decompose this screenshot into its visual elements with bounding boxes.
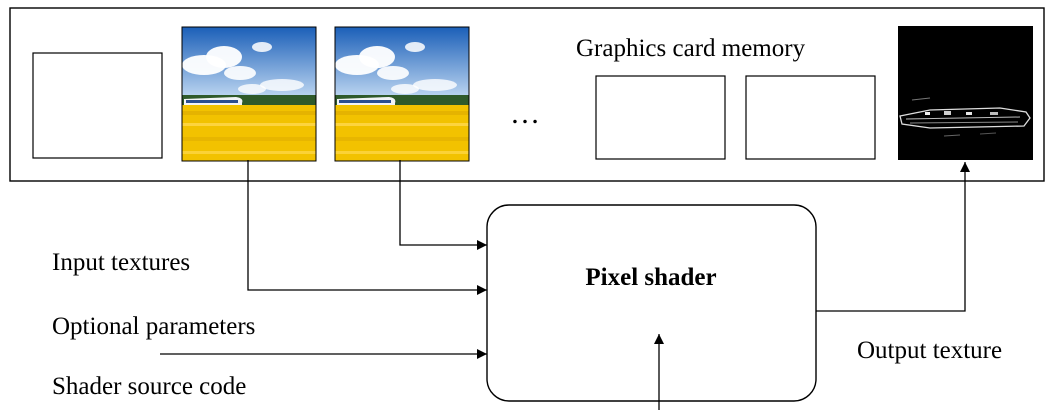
output-texture-arrow <box>816 162 970 312</box>
graphics-card-memory-label: Graphics card memory <box>576 35 806 62</box>
input-texture-arrow <box>247 160 487 295</box>
empty-texture-slot <box>745 75 876 160</box>
output-texture-image <box>898 26 1033 160</box>
graphics-card-memory-panel <box>9 7 1045 182</box>
input-texture-arrow <box>399 160 487 250</box>
output-texture-label: Output texture <box>857 337 1002 364</box>
more-textures-ellipsis: … <box>510 97 540 130</box>
pixel-shader-box <box>486 204 817 402</box>
empty-texture-slot <box>595 75 726 160</box>
shader-source-code-label: Shader source code <box>52 373 246 400</box>
empty-texture-slot <box>32 52 163 159</box>
input-textures-label: Input textures <box>52 249 190 276</box>
optional-parameters-label: Optional parameters <box>52 313 255 340</box>
input-texture-image <box>334 26 470 162</box>
input-texture-image <box>181 26 317 162</box>
pixel-shader-label: Pixel shader <box>585 264 716 291</box>
